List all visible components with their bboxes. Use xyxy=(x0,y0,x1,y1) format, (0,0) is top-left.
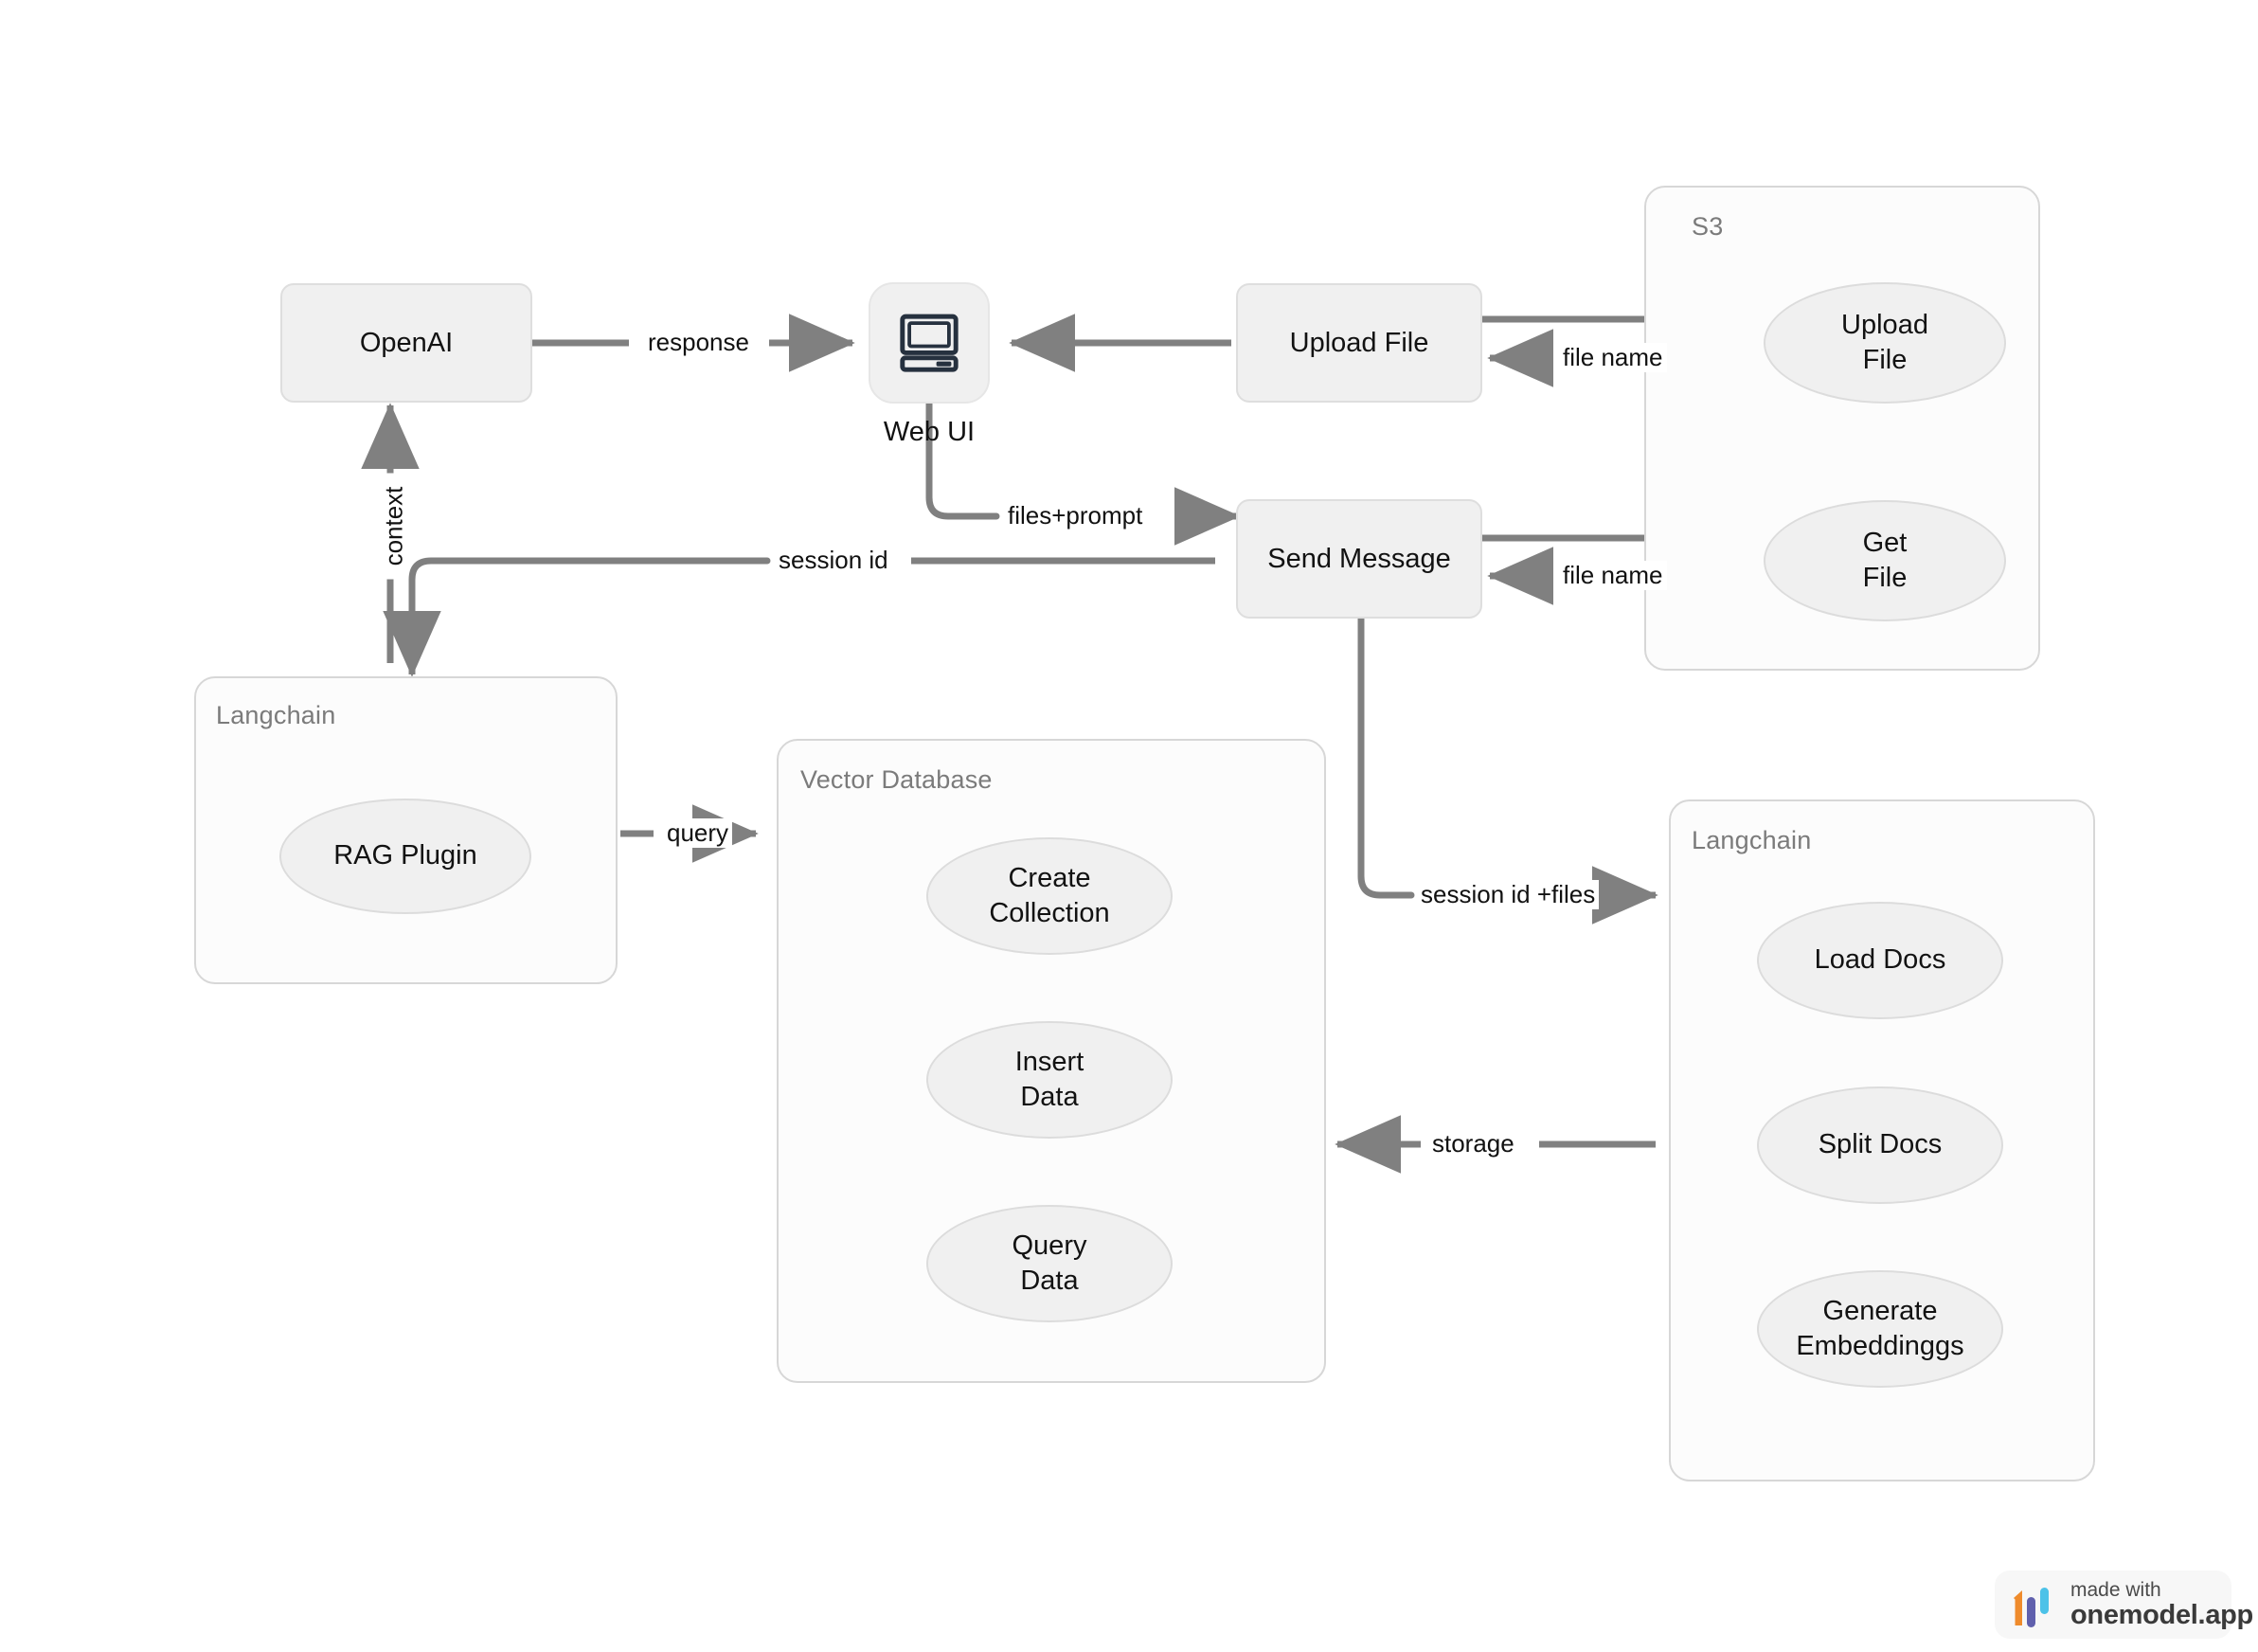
rag-plugin-label: RAG Plugin xyxy=(333,840,477,871)
generate-embeddings-label: Generate Embeddinggs xyxy=(1796,1295,1964,1361)
create-collection-node[interactable]: Create Collection xyxy=(926,837,1173,955)
web-ui-caption: Web UI xyxy=(883,417,976,447)
generate-embeddings-node[interactable]: Generate Embeddinggs xyxy=(1757,1270,2003,1388)
openai-label: OpenAI xyxy=(359,327,454,358)
edge-label-query: query xyxy=(663,818,733,848)
send-message-label: Send Message xyxy=(1267,543,1451,574)
desktop-computer-icon xyxy=(900,314,959,372)
group-s3-label: S3 xyxy=(1692,212,1724,241)
rag-plugin-node[interactable]: RAG Plugin xyxy=(279,799,531,914)
split-docs-node[interactable]: Split Docs xyxy=(1757,1086,2003,1204)
s3-upload-file-label: Upload File xyxy=(1841,309,1928,375)
edge-label-context: context xyxy=(379,473,409,580)
badge-product-name: onemodel.app xyxy=(2070,1599,2253,1630)
onemodel-logo-icon xyxy=(2012,1582,2055,1627)
upload-file-node[interactable]: Upload File xyxy=(1236,283,1482,403)
split-docs-label: Split Docs xyxy=(1818,1129,1943,1160)
web-ui-node[interactable] xyxy=(869,282,990,404)
openai-node[interactable]: OpenAI xyxy=(280,283,532,403)
edge-label-files-prompt: files+prompt xyxy=(1004,501,1147,530)
group-langchain-left-label: Langchain xyxy=(216,701,336,729)
edge-label-filename-upload: file name xyxy=(1559,343,1667,372)
insert-data-node[interactable]: Insert Data xyxy=(926,1021,1173,1139)
insert-data-label: Insert Data xyxy=(1014,1046,1084,1112)
group-langchain-right-label: Langchain xyxy=(1692,826,1812,854)
edge-label-filename-get: file name xyxy=(1559,561,1667,590)
onemodel-badge[interactable]: made with onemodel.app xyxy=(1995,1571,2253,1639)
create-collection-label: Create Collection xyxy=(989,862,1110,928)
load-docs-node[interactable]: Load Docs xyxy=(1757,902,2003,1019)
edge-label-response: response xyxy=(644,328,753,357)
edge-sessionid-elbow xyxy=(408,557,771,657)
s3-get-file-label: Get File xyxy=(1862,527,1908,593)
edge-label-session-id: session id xyxy=(775,546,892,575)
edge-sessionidfiles-elbow xyxy=(1357,612,1415,899)
upload-file-label: Upload File xyxy=(1289,327,1429,358)
query-data-node[interactable]: Query Data xyxy=(926,1205,1173,1322)
load-docs-label: Load Docs xyxy=(1814,944,1946,976)
edge-webui-to-sendmessage-elbow xyxy=(925,399,1000,520)
edge-label-session-id-files: session id +files xyxy=(1417,880,1600,909)
badge-made-with: made with xyxy=(2070,1578,2161,1601)
edge-label-storage: storage xyxy=(1428,1129,1518,1158)
query-data-label: Query Data xyxy=(1012,1230,1087,1296)
send-message-node[interactable]: Send Message xyxy=(1236,499,1482,619)
group-vector-database-label: Vector Database xyxy=(800,765,993,794)
onemodel-badge-text: made with onemodel.app xyxy=(2070,1578,2253,1630)
s3-get-file-node[interactable]: Get File xyxy=(1764,500,2006,621)
s3-upload-file-node[interactable]: Upload File xyxy=(1764,282,2006,404)
